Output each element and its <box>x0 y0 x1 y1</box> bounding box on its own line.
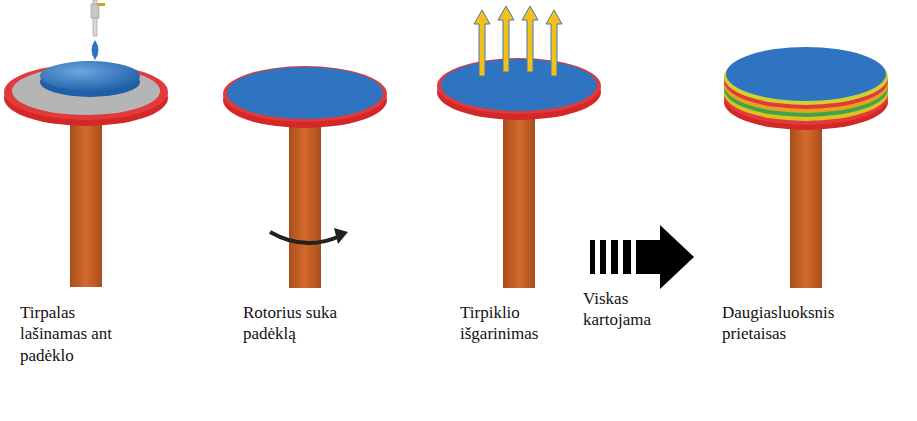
step-label: Tirpalas lašinamas ant padėklo <box>20 302 142 366</box>
repeat-arrow <box>590 225 694 289</box>
step-label: Viskas kartojama <box>583 288 665 331</box>
step-label: Daugiasluoksnis prietaisas <box>722 302 872 345</box>
substrate-2 <box>223 66 387 288</box>
substrate-3 <box>437 6 601 288</box>
step-label: Tirpiklio išgarinimas <box>460 302 570 345</box>
multilayer-device <box>724 47 888 288</box>
step-label: Rotorius suka padėklą <box>243 302 341 345</box>
substrate-1 <box>4 0 168 287</box>
